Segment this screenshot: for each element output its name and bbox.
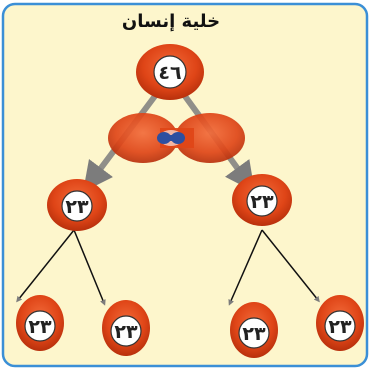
dividing-cell-icon bbox=[108, 113, 245, 163]
granddaughter-cell: ٢٣ bbox=[316, 295, 364, 351]
daughter-cell-label: ٢٣ bbox=[250, 191, 274, 213]
diagram-title: خلية إنسان bbox=[122, 11, 220, 32]
arrow-4 bbox=[261, 229, 320, 303]
black-arrows bbox=[16, 229, 320, 306]
parent-cell-label: ٤٦ bbox=[158, 62, 181, 84]
parent-cell: ٤٦ bbox=[136, 44, 204, 100]
arrow-1 bbox=[16, 229, 75, 303]
granddaughter-cell-label: ٢٣ bbox=[328, 316, 352, 338]
daughter-cell: ٢٣ bbox=[47, 179, 107, 231]
arrow-3 bbox=[228, 229, 263, 306]
daughter-cell: ٢٣ bbox=[232, 174, 292, 226]
diagram-panel bbox=[1, 2, 369, 368]
daughter-cell-label: ٢٣ bbox=[65, 196, 89, 218]
arrow-2 bbox=[73, 229, 106, 306]
granddaughter-cell-label: ٢٣ bbox=[28, 316, 52, 338]
granddaughter-cell: ٢٣ bbox=[16, 295, 64, 351]
granddaughter-cell-label: ٢٣ bbox=[242, 323, 266, 345]
granddaughter-cell: ٢٣ bbox=[230, 302, 278, 358]
granddaughter-cell: ٢٣ bbox=[102, 300, 150, 356]
granddaughter-cell-label: ٢٣ bbox=[114, 321, 138, 343]
